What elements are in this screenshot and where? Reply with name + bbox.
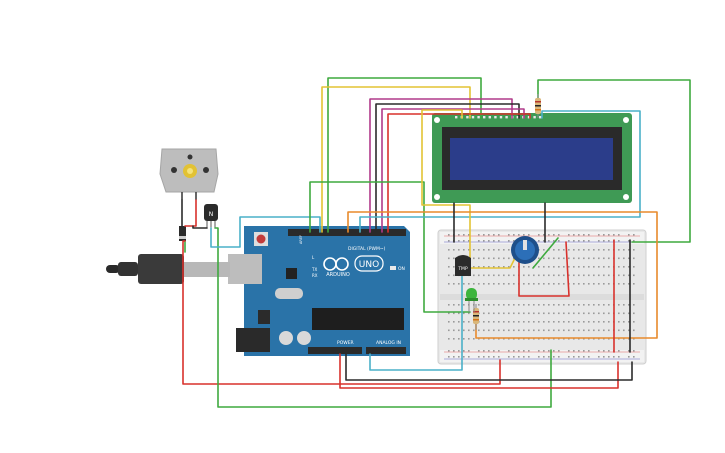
resistor-icon[interactable] (535, 94, 541, 118)
svg-text:ARDUINO: ARDUINO (326, 272, 350, 278)
npn-transistor-icon[interactable]: N (204, 204, 218, 228)
digital-pin-header (288, 229, 406, 236)
power-label: POWER (337, 340, 354, 346)
dc-motor-icon[interactable] (159, 148, 219, 200)
svg-text:N: N (209, 211, 214, 218)
arduino-uno-board[interactable]: UNO ARDUINO DIGITAL (PWM~) POWER ANALOG … (228, 226, 410, 356)
l-label: L (312, 255, 315, 260)
svg-text:TMP: TMP (457, 266, 468, 272)
on-label: ON (398, 266, 405, 272)
tx-label: TX (311, 267, 317, 272)
analog-label: ANALOG IN (376, 340, 401, 346)
aref-label: AREF (299, 235, 303, 244)
lcd-display[interactable] (432, 113, 632, 203)
diode-icon[interactable] (179, 226, 186, 241)
atmega-chip (312, 308, 404, 330)
potentiometer-icon[interactable] (511, 236, 539, 264)
power-pin-header (308, 347, 362, 354)
digital-label: DIGITAL (PWM~) (348, 246, 386, 252)
usb-cable-icon (106, 254, 230, 284)
led-icon[interactable] (465, 288, 478, 312)
wires (181, 77, 691, 408)
breadboard[interactable] (437, 229, 647, 365)
temperature-sensor-icon[interactable]: TMP (455, 255, 471, 276)
svg-text:UNO: UNO (359, 260, 379, 270)
uno-logo: UNO ARDUINO (323, 255, 384, 278)
power-jack (236, 328, 270, 352)
reset-button[interactable] (256, 234, 266, 244)
lcd-screen (450, 138, 613, 180)
usb-port (228, 254, 262, 284)
analog-pin-header (366, 347, 406, 354)
rx-label: RX (312, 273, 318, 278)
